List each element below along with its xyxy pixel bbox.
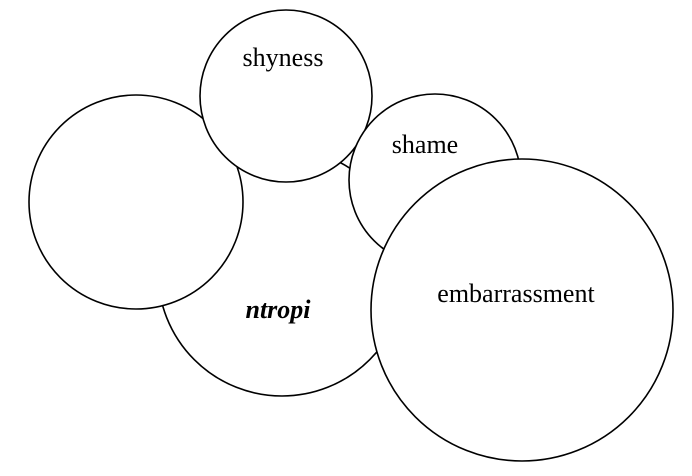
circle-embarrassment	[370, 158, 674, 462]
label-embarrassment: embarrassment	[437, 279, 595, 308]
label-shame: shame	[392, 130, 458, 159]
circle-shyness	[199, 9, 373, 183]
label-shyness: shyness	[243, 43, 324, 72]
label-ntropi: ntropi	[245, 295, 311, 324]
circle-unlabeled	[28, 94, 244, 310]
